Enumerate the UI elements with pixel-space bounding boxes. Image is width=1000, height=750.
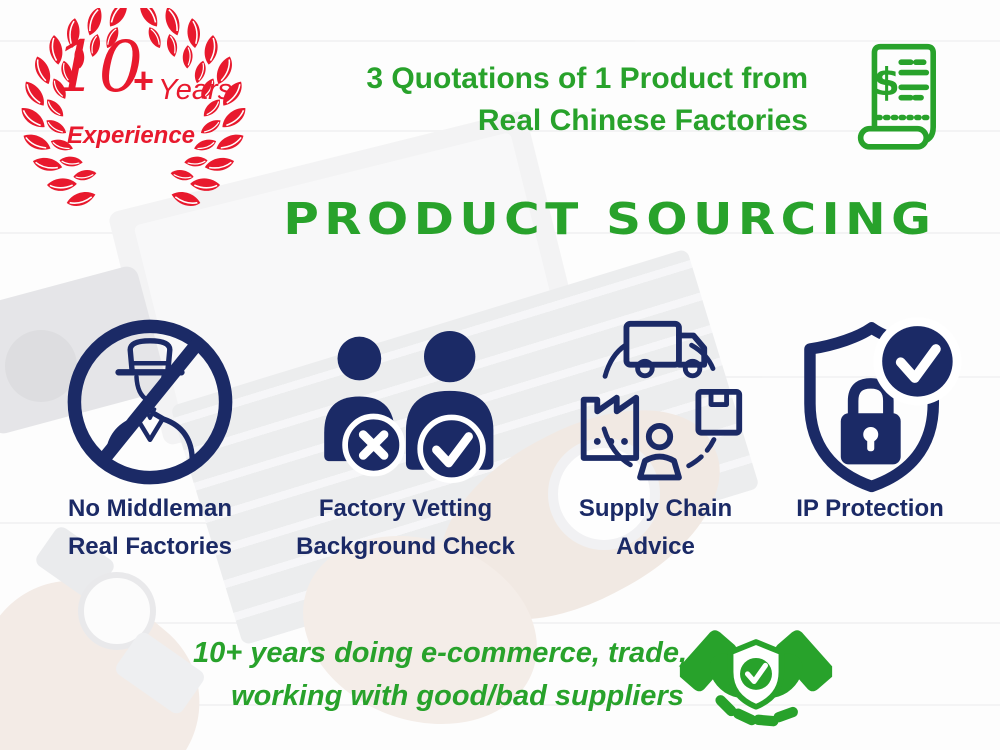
feature-label-factory-vetting: Factory Vetting Background Check <box>283 490 528 566</box>
page-title-text: PRODUCT SOURCING <box>283 194 937 245</box>
experience-badge: 10 + Years Experience <box>16 8 256 223</box>
feature-label-line2: Background Check <box>296 533 515 560</box>
badge-plus-sign: + <box>133 60 155 101</box>
feature-supply-chain <box>572 310 747 505</box>
offer-headline-line1: 3 Quotations of 1 Product from <box>366 62 808 95</box>
footer-tagline: 10+ years doing e-commerce, trade, worki… <box>150 632 730 718</box>
ip-protection-shield-icon <box>804 317 962 493</box>
feature-ip-protection <box>780 312 965 502</box>
feature-label-supply-chain: Supply Chain Advice <box>558 490 753 566</box>
feature-label-line1: No Middleman <box>67 495 232 522</box>
no-middleman-icon <box>67 319 233 485</box>
offer-headline-line2: Real Chinese Factories <box>477 104 808 137</box>
offer-headline: 3 Quotations of 1 Product from Real Chin… <box>366 58 808 142</box>
bg-watch-face <box>78 572 156 650</box>
footer-tagline-line2: working with good/bad suppliers <box>231 680 684 712</box>
feature-no-middleman <box>60 312 240 497</box>
feature-factory-vetting <box>305 330 505 489</box>
bg-plank-line <box>0 622 1000 624</box>
badge-years-label: Years <box>158 74 233 106</box>
footer-tagline-line1: 10+ years doing e-commerce, trade, <box>192 637 688 669</box>
feature-label-line1: Factory Vetting <box>318 495 493 522</box>
feature-label-line1: Supply Chain <box>578 495 733 522</box>
feature-label-ip-protection: IP Protection <box>770 490 970 528</box>
invoice-receipt-icon: $ <box>857 43 936 150</box>
footer-handshake-graphic <box>676 610 836 750</box>
feature-label-no-middleman: No Middleman Real Factories <box>20 490 280 566</box>
svg-text:$: $ <box>873 60 899 104</box>
feature-label-line1: IP Protection <box>796 495 944 522</box>
handshake-icon <box>679 630 833 727</box>
feature-label-line2: Advice <box>616 533 695 560</box>
supply-chain-icon <box>580 320 743 481</box>
badge-experience-label: Experience <box>66 122 196 149</box>
feature-label-line2: Real Factories <box>67 533 233 560</box>
factory-vetting-icon <box>324 330 494 484</box>
badge-years-number: 10 <box>54 26 144 108</box>
page-title: PRODUCT SOURCING <box>245 194 975 245</box>
quotation-graphic: $ <box>852 38 947 164</box>
